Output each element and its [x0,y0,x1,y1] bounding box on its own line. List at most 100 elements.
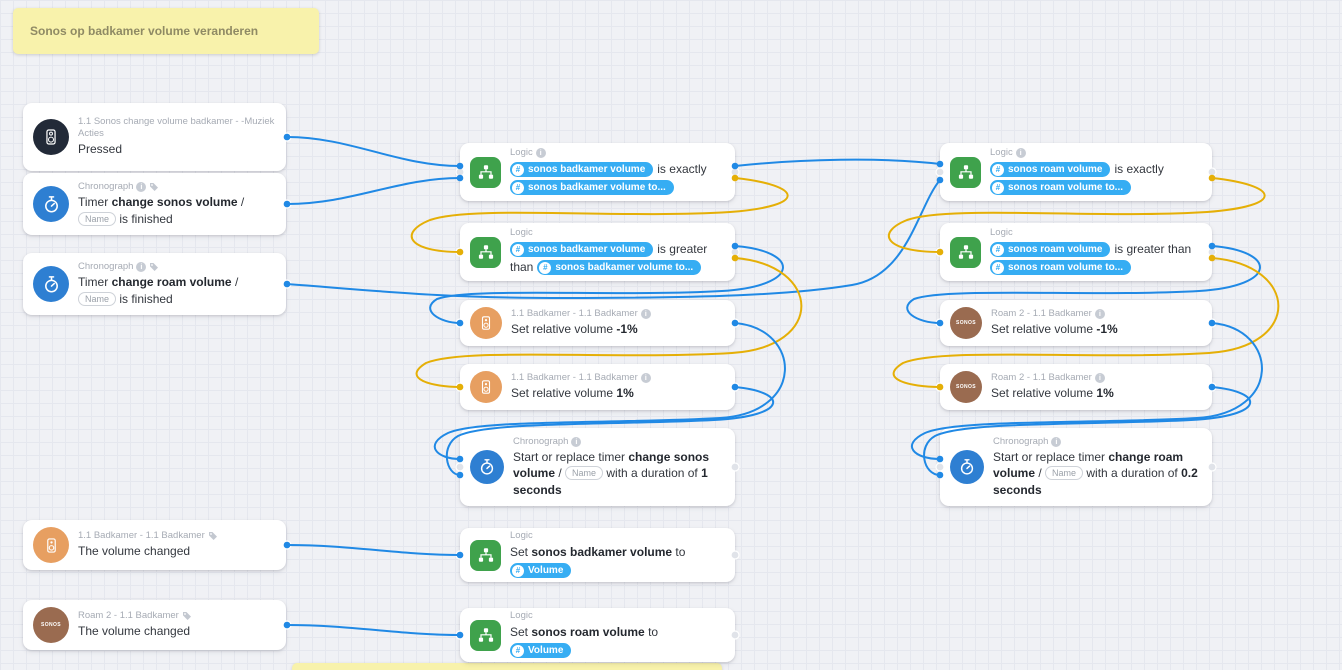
action-card-set-var-badkamer[interactable]: Logic Set sonos badkamer volume to #Volu… [460,528,735,582]
card-header-text: 1.1 Badkamer - 1.1 Badkamer [511,372,638,384]
variable-chip[interactable]: #sonos badkamer volume [510,162,654,178]
action-card-roam-volume-down[interactable]: SONOS Roam 2 - 1.1 Badkamer i Set relati… [940,300,1212,346]
number-tag-icon: # [992,261,1004,274]
variable-chip[interactable]: #sonos badkamer volume to... [537,260,702,276]
card-body-text: Set sonos roam volume to [510,624,659,639]
sticky-note-text: Sonos op badkamer volume veranderen [30,24,259,38]
speaker-icon [33,527,69,563]
card-body-text: Start or replace timer change roam volum… [993,449,1198,497]
tag-icon [150,183,159,191]
info-icon[interactable]: i [640,373,651,384]
tag-icon [150,263,159,271]
connection-pressed-to-exact-badkamer[interactable] [286,136,461,167]
sonos-speaker-icon [33,119,69,155]
card-body-text: Set sonos badkamer volume to [510,544,686,559]
info-icon[interactable]: i [136,182,147,192]
action-card-start-timer-sonos[interactable]: Chronograph i Start or replace timer cha… [460,428,735,506]
sonos-logo-icon: SONOS [950,371,982,403]
card-header-text: Logic [510,147,533,159]
card-body-text: Timer change sonos volume / Name is fini… [78,195,245,226]
info-icon[interactable]: i [1015,148,1026,159]
logic-icon [470,236,501,268]
card-header-text: Chronograph [993,435,1049,447]
card-header-text: Logic [990,227,1013,239]
variable-chip[interactable]: #sonos badkamer volume [510,242,654,258]
variable-chip[interactable]: #sonos roam volume to... [990,180,1132,196]
sticky-note[interactable]: Sonos op badkamer volume veranderen [13,8,319,54]
sonos-logo-icon: SONOS [950,307,982,339]
name-argument-chip[interactable]: Name [78,291,117,306]
number-tag-icon: # [992,181,1004,194]
card-header-text: Logic [510,530,533,542]
trigger-card-timer-sonos-finished[interactable]: Chronograph i Timer change sonos volume … [23,173,286,235]
info-icon[interactable]: i [571,436,582,447]
connection-timer-sonos-to-exact-badkamer[interactable] [286,177,461,205]
card-body-text: Timer change roam volume / Name is finis… [78,275,239,306]
card-header-text: 1.1 Sonos change volume badkamer - -Muzi… [78,116,275,140]
logic-icon [950,156,981,188]
card-header-text: 1.1 Badkamer - 1.1 Badkamer [78,530,205,542]
card-header-text: 1.1 Badkamer - 1.1 Badkamer [511,308,638,320]
card-header-text: Roam 2 - 1.1 Badkamer [78,610,179,622]
variable-chip[interactable]: #sonos roam volume [990,162,1111,178]
card-header-text: Chronograph [513,435,569,447]
number-tag-icon: # [512,243,524,256]
card-body-text: The volume changed [78,544,191,559]
card-header-text: Logic [510,610,533,622]
action-card-badkamer-volume-up[interactable]: 1.1 Badkamer - 1.1 Badkamer i Set relati… [460,364,735,410]
number-tag-icon: # [992,243,1004,256]
variable-chip[interactable]: #sonos roam volume [990,242,1111,258]
card-header-text: Roam 2 - 1.1 Badkamer [991,372,1092,384]
card-body-text: Start or replace timer change sonos volu… [513,449,710,497]
trigger-card-volume-changed-roam[interactable]: SONOS Roam 2 - 1.1 Badkamer The volume c… [23,600,286,650]
number-tag-icon: # [512,644,524,657]
action-card-roam-volume-up[interactable]: SONOS Roam 2 - 1.1 Badkamer i Set relati… [940,364,1212,410]
info-icon[interactable]: i [535,148,546,159]
connection-exact-badkamer-true-to-exact-roam[interactable] [734,158,941,167]
speaker-icon [470,371,502,403]
card-body-text: Set relative volume 1% [991,386,1114,401]
name-argument-chip[interactable]: Name [1045,466,1084,481]
stopwatch-icon [33,266,69,302]
logic-icon [470,156,501,188]
card-body-text: The volume changed [78,624,191,639]
stopwatch-icon [950,450,984,484]
info-icon[interactable]: i [136,262,147,272]
info-icon[interactable]: i [640,309,651,320]
info-icon[interactable]: i [1094,373,1105,384]
tag-icon [182,612,191,621]
name-argument-chip[interactable]: Name [78,211,117,226]
variable-chip[interactable]: #Volume [510,563,572,579]
trigger-card-sonos-pressed[interactable]: 1.1 Sonos change volume badkamer - -Muzi… [23,103,286,171]
number-tag-icon: # [512,564,524,577]
connection-volume-changed-roam-to-set-var[interactable] [286,624,461,636]
action-card-set-var-roam[interactable]: Logic Set sonos roam volume to #Volume [460,608,735,662]
card-body-text: Set relative volume -1% [991,322,1118,337]
card-body-text: Pressed [78,142,123,157]
action-card-badkamer-volume-down[interactable]: 1.1 Badkamer - 1.1 Badkamer i Set relati… [460,300,735,346]
tag-icon [208,532,217,541]
variable-chip[interactable]: #sonos roam volume to... [990,260,1132,276]
variable-chip[interactable]: #sonos badkamer volume to... [510,180,674,196]
card-header-text: Roam 2 - 1.1 Badkamer [991,308,1092,320]
trigger-card-timer-roam-finished[interactable]: Chronograph i Timer change roam volume /… [23,253,286,315]
logic-icon [950,236,981,268]
connection-volume-changed-badkamer-to-set-var[interactable] [286,544,461,556]
logic-icon [470,539,501,571]
logic-icon [470,619,501,651]
card-body-text: Set relative volume 1% [511,386,634,401]
info-icon[interactable]: i [1094,309,1105,320]
sticky-note-bottom[interactable] [292,663,722,670]
variable-chip[interactable]: #Volume [510,643,572,659]
stopwatch-icon [470,450,504,484]
number-tag-icon: # [539,261,552,274]
trigger-card-volume-changed-badkamer[interactable]: 1.1 Badkamer - 1.1 Badkamer The volume c… [23,520,286,570]
action-card-start-timer-roam[interactable]: Chronograph i Start or replace timer cha… [940,428,1212,506]
name-argument-chip[interactable]: Name [565,466,604,481]
info-icon[interactable]: i [1051,436,1062,447]
